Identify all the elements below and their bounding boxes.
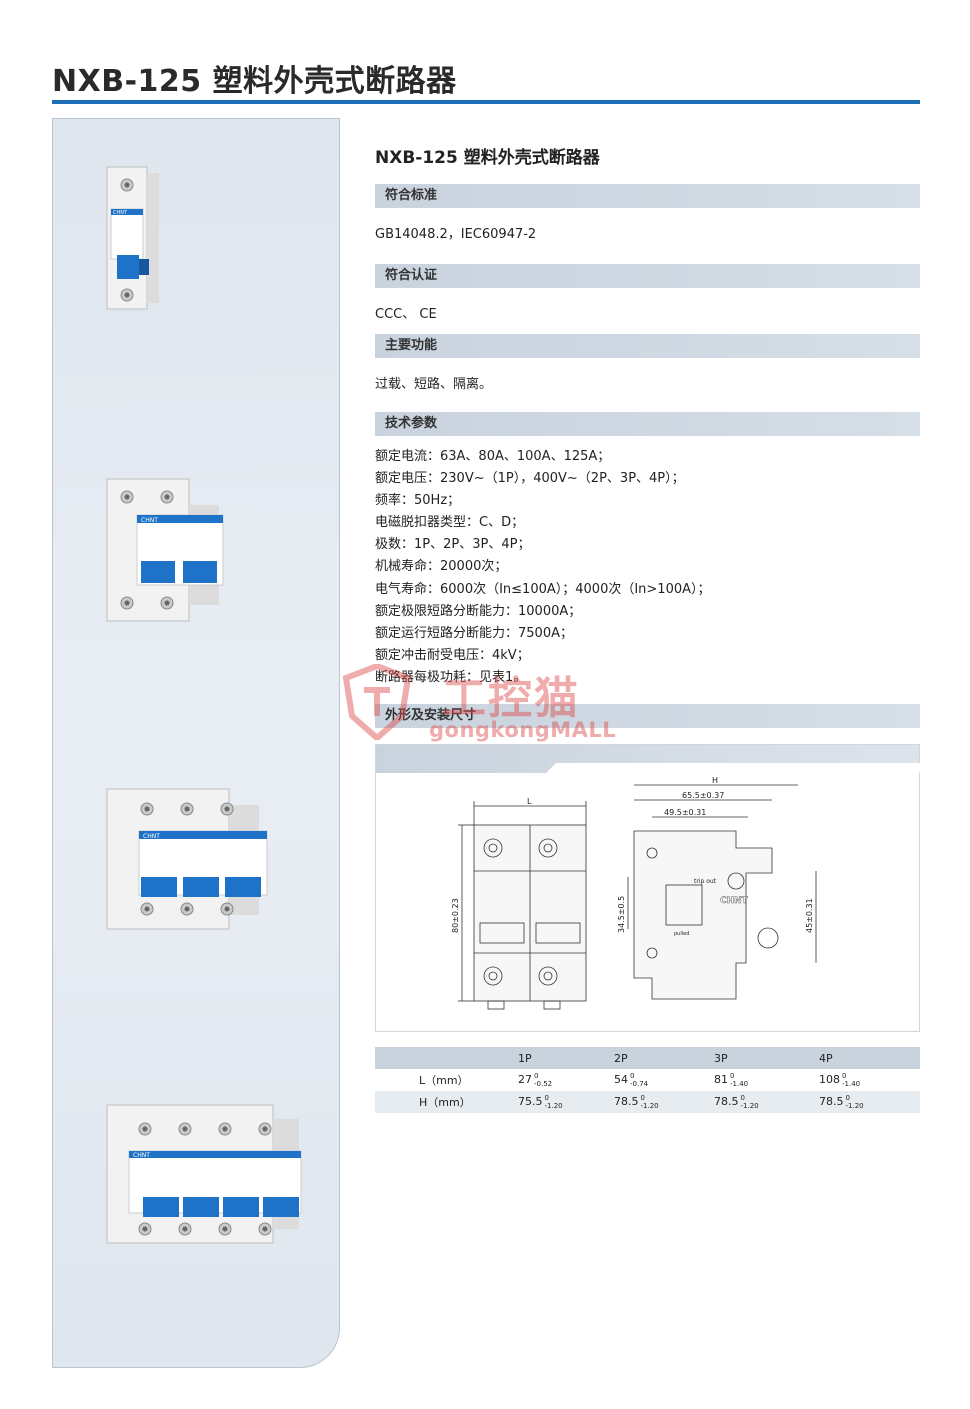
side-d2-label: 49.5±0.31 (664, 808, 706, 817)
row-label: H（mm） (375, 1091, 517, 1113)
breaker-1p-image: CHNT (103, 163, 183, 313)
brand-label: CHNT (113, 210, 128, 216)
section-certification-header: 符合认证 (375, 264, 920, 288)
side-left-height-label: 34.5±0.5 (617, 896, 626, 933)
spec-item: 额定极限短路分断能力：10000A； (375, 603, 582, 619)
function-text: 过载、短路、隔离。 (375, 377, 493, 392)
section-dimensions-header: 外形及安装尺寸 (375, 704, 920, 728)
spec-item: 额定电压：230V~（1P），400V~（2P、3P、4P）； (375, 471, 685, 487)
page-title: NXB-125 塑料外壳式断路器 (52, 64, 457, 99)
tech-spec-list: 额定电流：63A、80A、100A、125A； 额定电压：230V~（1P），4… (375, 446, 711, 689)
product-image-panel: CHNT CHNT (52, 118, 340, 1368)
section-tech-header: 技术参数 (375, 412, 920, 436)
row-label: L（mm） (419, 1074, 469, 1087)
side-brand-label: CHNT (720, 896, 749, 906)
breaker-3p-image: CHNT (103, 785, 273, 935)
table-header-cell: 1P (517, 1047, 613, 1069)
spec-item: 额定冲击耐受电压：4kV； (375, 647, 530, 663)
side-total-label: H (712, 776, 718, 785)
table-header-cell: 3P (713, 1047, 818, 1069)
drawing-header-band (376, 745, 919, 773)
spec-item: 极数：1P、2P、3P、4P； (375, 537, 531, 553)
brand-label: CHNT (143, 833, 160, 840)
spec-item: 额定电流：63A、80A、100A、125A； (375, 449, 611, 464)
breaker-4p-image: CHNT (103, 1099, 313, 1249)
product-title: NXB-125 塑料外壳式断路器 (375, 148, 600, 168)
spec-item: 频率：50Hz； (375, 493, 461, 509)
breaker-2p-image: CHNT (103, 475, 233, 625)
section-function-header: 主要功能 (375, 334, 920, 358)
table-header-cell: 2P (613, 1047, 713, 1069)
front-view: L 80±0.23 (451, 797, 587, 1010)
section-standard-header: 符合标准 (375, 184, 920, 208)
side-view: H 65.5±0.37 49.5±0.31 trip out pulled CH… (617, 776, 817, 1000)
spec-item: 电气寿命：6000次（In≤100A）；4000次（In>100A）； (375, 581, 711, 597)
table-header-row: 1P 2P 3P 4P (375, 1047, 920, 1069)
front-height-label: 80±0.23 (451, 898, 460, 933)
side-right-height-label: 45±0.31 (805, 898, 814, 933)
side-d1-label: 65.5±0.37 (682, 791, 724, 800)
trip-out-label: trip out (694, 878, 717, 885)
spec-item: 额定运行短路分断能力：7500A； (375, 625, 573, 641)
table-header-cell: 4P (818, 1047, 920, 1069)
table-header-cell (375, 1047, 517, 1069)
brand-label: CHNT (133, 1152, 150, 1159)
spec-item: 断路器每极功耗：见表1。 (375, 669, 527, 685)
front-width-label: L (527, 797, 532, 806)
spec-item: 机械寿命：20000次； (375, 559, 508, 575)
spec-item: 电磁脱扣器类型：C、D； (375, 515, 525, 531)
title-rule (52, 100, 920, 104)
dimension-drawing: L 80±0.23 H 65.5±0.37 49.5±0.31 (375, 744, 920, 1032)
standard-text: GB14048.2，IEC60947-2 (375, 227, 537, 242)
brand-label: CHNT (141, 517, 158, 524)
certification-text: CCC、 CE (375, 307, 437, 322)
pulled-label: pulled (674, 931, 689, 937)
